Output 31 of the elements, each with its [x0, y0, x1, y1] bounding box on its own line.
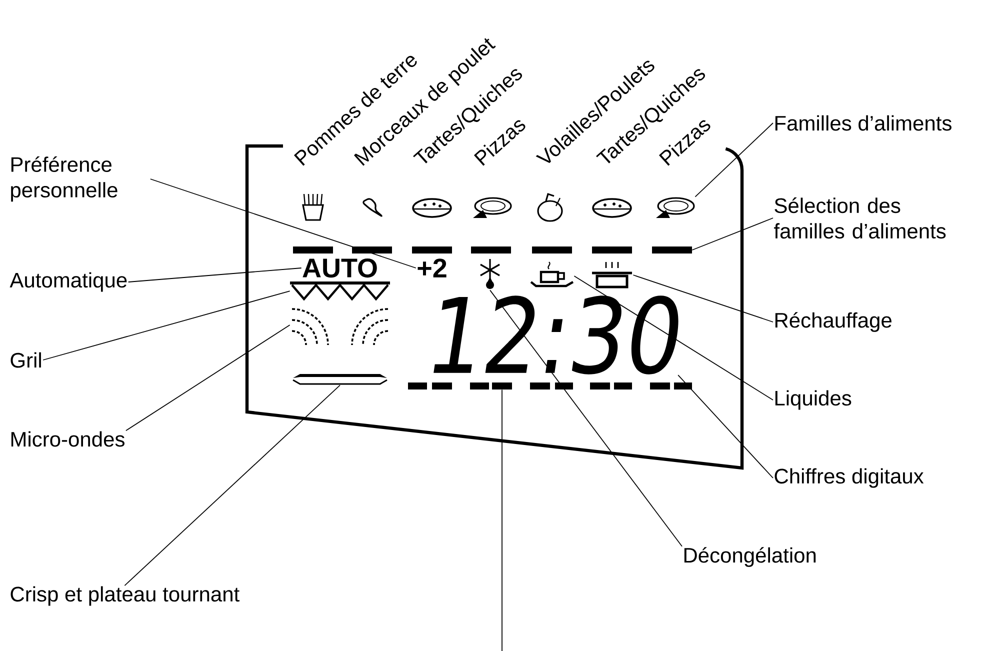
leader-line — [694, 122, 774, 198]
callout-label: Chiffres digitaux — [774, 468, 924, 488]
leader-line — [42, 290, 290, 360]
callout-label: Crisp et plateau tournant — [10, 586, 240, 606]
pizza-icon — [656, 197, 695, 218]
callout-label: Micro-ondes — [11, 431, 124, 447]
callout-label: Familles d’aliments — [775, 115, 952, 131]
leader-line — [128, 268, 302, 282]
leader-line — [150, 178, 416, 268]
auto-indicator: AUTO — [302, 258, 377, 278]
callout-label: Gril — [10, 352, 41, 368]
turntable-symbol — [292, 374, 388, 385]
leader-line — [126, 324, 290, 432]
cup-icon — [530, 262, 574, 288]
segment-bar — [492, 382, 512, 390]
leader-line — [632, 274, 774, 322]
callout-label: Décongélation — [684, 547, 816, 567]
callout-label: Réchauffage — [775, 312, 892, 332]
pot-icon — [592, 262, 632, 288]
callout-label: Sélection des familles d’aliments — [774, 197, 946, 239]
callout-label: Liquides — [775, 390, 852, 410]
leader-line — [678, 374, 774, 478]
segment-bar — [652, 246, 692, 254]
grill-symbol — [290, 282, 390, 301]
leader-line — [692, 218, 774, 250]
callout-label: Automatique — [10, 272, 127, 292]
callout-label: Préférence personnelle — [11, 156, 118, 202]
level-indicator: +2 — [418, 258, 446, 278]
leader-line — [124, 384, 340, 586]
microwave-symbol — [292, 308, 388, 346]
defrost-icon — [480, 259, 500, 289]
